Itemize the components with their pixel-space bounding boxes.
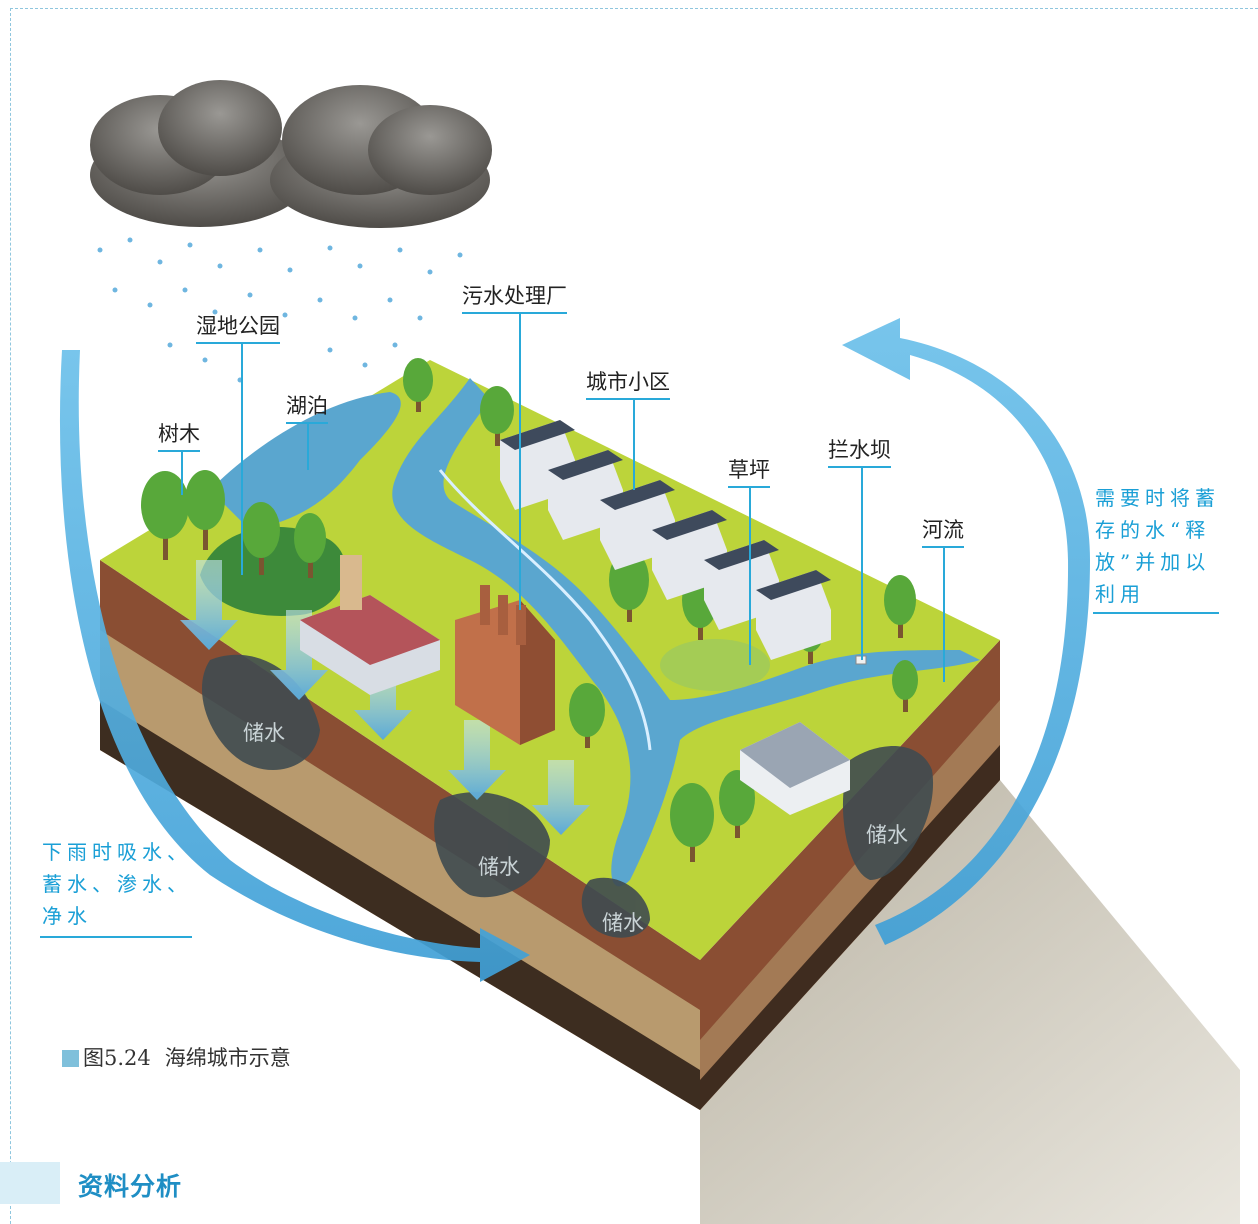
warehouse-building [740, 722, 850, 815]
note-underline [1093, 612, 1219, 614]
note-line: 蓄水、渗水、 [42, 872, 192, 896]
caption-marker [62, 1050, 79, 1067]
page-frame [10, 8, 1258, 1224]
figure-number: 图5.24 [83, 1046, 151, 1070]
note-line: 下雨时吸水、 [42, 840, 192, 864]
label-wetland-park: 湿地公园 [196, 316, 280, 344]
lake-water [210, 392, 401, 530]
lawn-patch [660, 639, 770, 691]
rain-drops [97, 237, 463, 383]
residential-buildings [500, 420, 831, 660]
label-residential: 城市小区 [586, 372, 670, 400]
note-line: 利用 [1095, 582, 1145, 606]
storage-label: 储水 [866, 823, 908, 847]
storage-label: 储水 [602, 911, 644, 935]
river-water [392, 378, 981, 887]
factory-building [300, 555, 440, 695]
note-line: 净水 [42, 904, 92, 928]
storage-label: 储水 [478, 855, 520, 879]
label-dam: 拦水坝 [828, 440, 891, 468]
note-underline [40, 936, 192, 938]
sewage-treatment-plant [455, 585, 555, 745]
storage-label: 储水 [243, 721, 285, 745]
rain-absorb-arrow [59, 350, 530, 982]
note-water-release: 需要时将蓄 存的水“释 放”并加以 利用 [1095, 482, 1220, 610]
rain-clouds [90, 80, 492, 228]
section-title: 资料分析 [78, 1172, 183, 1201]
label-sewage-plant: 污水处理厂 [462, 286, 567, 314]
trees [141, 358, 918, 862]
label-river: 河流 [922, 520, 964, 548]
note-line: 存的水“释 [1095, 518, 1211, 542]
section-title-bar [0, 1162, 60, 1204]
note-line: 需要时将蓄 [1095, 486, 1220, 510]
label-leader-lines [181, 312, 945, 682]
ground-shadow [700, 780, 1240, 1224]
river-highlight [438, 469, 652, 751]
note-rain-absorb: 下雨时吸水、 蓄水、渗水、 净水 [42, 836, 192, 932]
label-trees: 树木 [158, 424, 200, 452]
figure-caption: 图5.24 海绵城市示意 [62, 1042, 291, 1072]
figure-title: 海绵城市示意 [164, 1046, 291, 1070]
label-lake: 湖泊 [286, 396, 328, 424]
infiltration-arrows [180, 560, 590, 835]
label-lawn: 草坪 [728, 460, 770, 488]
note-line: 放”并加以 [1095, 550, 1211, 574]
water-release-arrow [842, 318, 1090, 945]
